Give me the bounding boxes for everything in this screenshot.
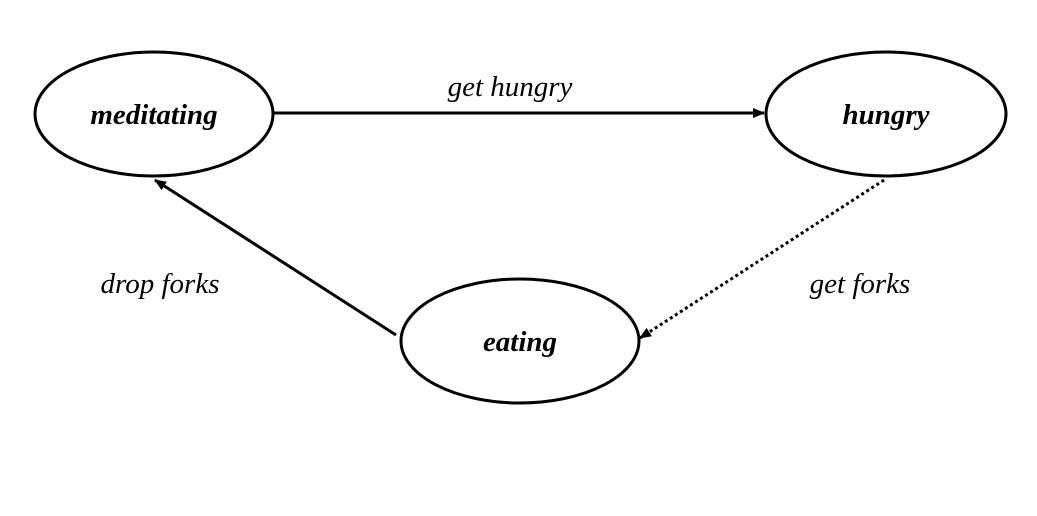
state-eating-label: eating [483,326,557,358]
edge-label-get-hungry: get hungry [448,71,573,103]
edge-drop-forks [154,178,397,337]
state-meditating: meditating [33,50,275,178]
state-meditating-label: meditating [90,99,217,131]
state-hungry-ellipse [764,50,1008,178]
edge-get-forks [639,178,885,340]
edge-label-drop-forks: drop forks [101,268,220,300]
state-eating-ellipse [399,277,641,405]
state-hungry-label: hungry [842,99,929,131]
state-meditating-ellipse [33,50,275,178]
edge-label-get-forks: get forks [810,268,911,300]
state-hungry: hungry [764,50,1008,178]
state-eating: eating [399,277,641,405]
